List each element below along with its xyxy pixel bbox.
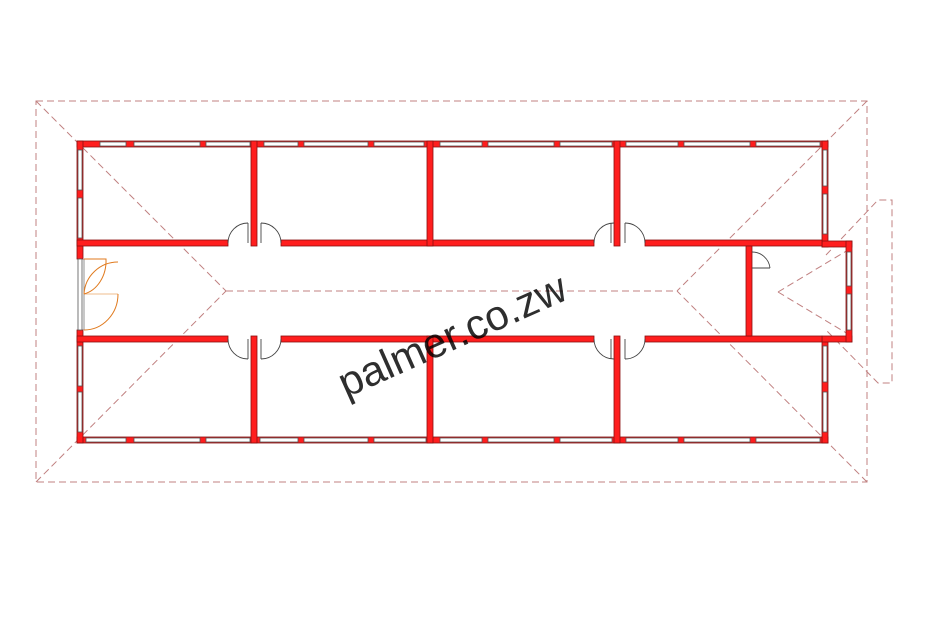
interior-doors (227, 222, 771, 360)
entrance-door (77, 258, 119, 331)
roof-outline (35, 100, 893, 483)
walls (76, 140, 853, 444)
watermark-text: palmer.co.zw (331, 263, 575, 406)
windows (77, 141, 852, 443)
